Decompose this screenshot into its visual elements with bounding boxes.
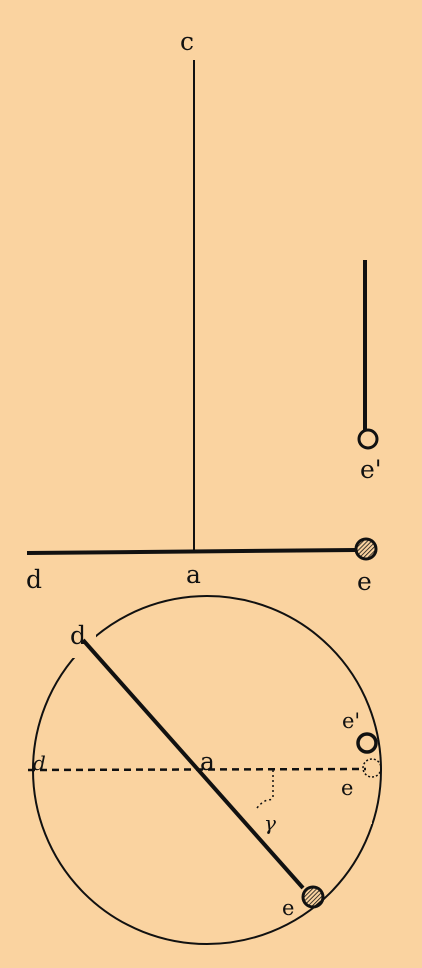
label-e-prime-upper: e' [360, 455, 382, 484]
rotated-rod-de [81, 638, 305, 890]
label-a-upper: a [186, 560, 201, 589]
label-c: c [180, 27, 194, 56]
label-a-lower: a [200, 747, 215, 776]
hatched-ball-e-lower [301, 885, 325, 909]
label-e-upper: e [357, 567, 372, 596]
angle-arc [256, 798, 274, 809]
label-d-upper: d [26, 565, 42, 594]
horizontal-bar-de [26, 548, 357, 555]
label-e-lower: e [282, 896, 294, 920]
lower-figure: d d a γ e e' e [27, 595, 382, 945]
hatched-ball-e [354, 537, 378, 561]
label-gamma: γ [264, 811, 276, 835]
ball-e-prime-lower [356, 732, 378, 754]
hollow-ball-e-prime [357, 428, 379, 450]
label-e-prime-lower: e' [342, 709, 360, 733]
label-d-lower: d [70, 621, 86, 650]
dotted-ball-e [362, 758, 382, 778]
upper-figure: c d a e e' [26, 27, 382, 596]
label-d-sub: d [33, 751, 46, 775]
label-e-dotted: e [341, 776, 353, 800]
